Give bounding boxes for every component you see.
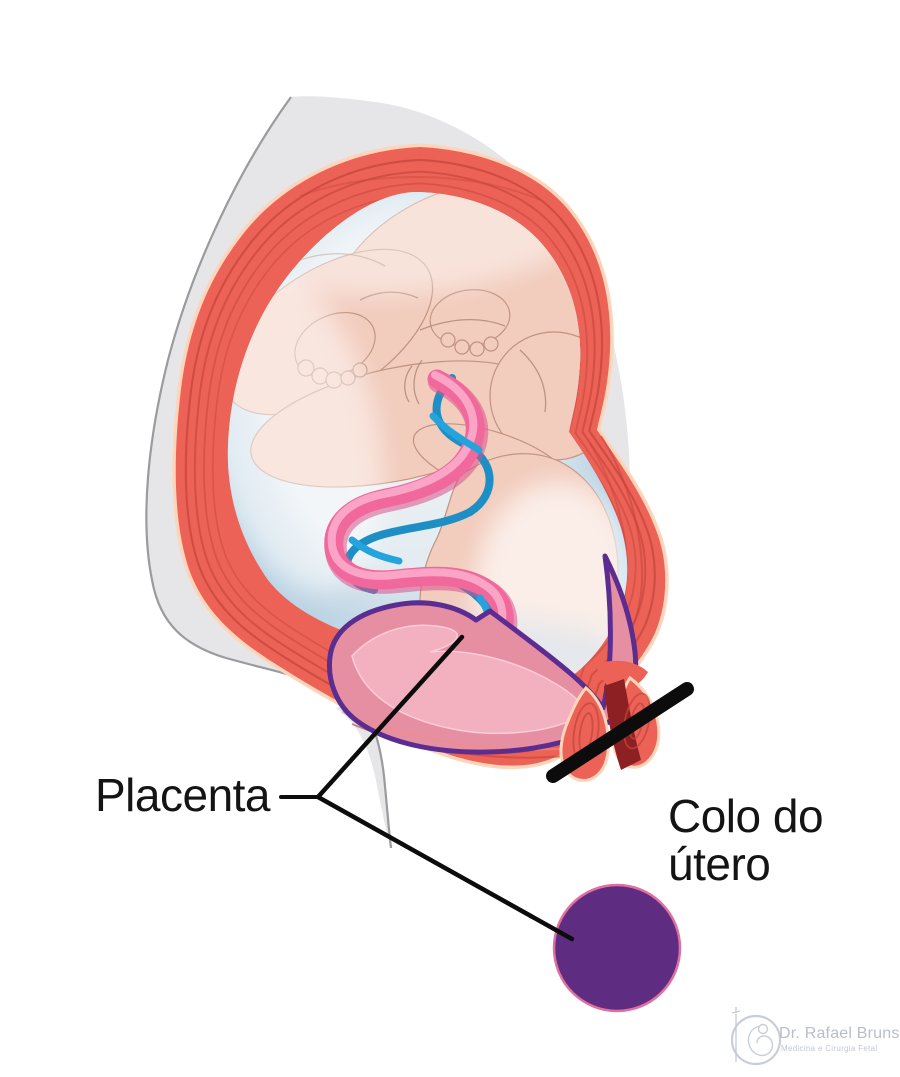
placenta-inner-lobe <box>351 624 584 735</box>
placenta-label: Placenta <box>95 769 271 821</box>
watermark-fetus-head <box>757 1023 769 1035</box>
watermark-name: Dr. Rafael Bruns <box>779 1025 900 1042</box>
fetus-fingers <box>440 332 499 357</box>
watermark-fetus-body <box>747 1025 774 1057</box>
watermark-ring <box>730 1014 782 1066</box>
watermark-logo <box>730 1007 782 1066</box>
cervix-crossbar <box>546 682 694 783</box>
cervix-label-line2: útero <box>668 838 771 890</box>
placenta-pointer-lower <box>315 794 575 942</box>
placenta-pointer-upper <box>315 634 465 800</box>
cervix-label: Colo do útero <box>668 790 824 890</box>
watermark-subtitle: Medicina e Cirurgia Fetal <box>781 1044 878 1053</box>
cervix-marker <box>552 883 682 1013</box>
watermark-stick <box>731 1007 741 1062</box>
pointer-lines <box>279 634 694 942</box>
body-silhouette-outline <box>145 96 393 849</box>
cervix-marker-circle <box>552 883 682 1013</box>
cervix-label-line1: Colo do <box>668 790 824 842</box>
